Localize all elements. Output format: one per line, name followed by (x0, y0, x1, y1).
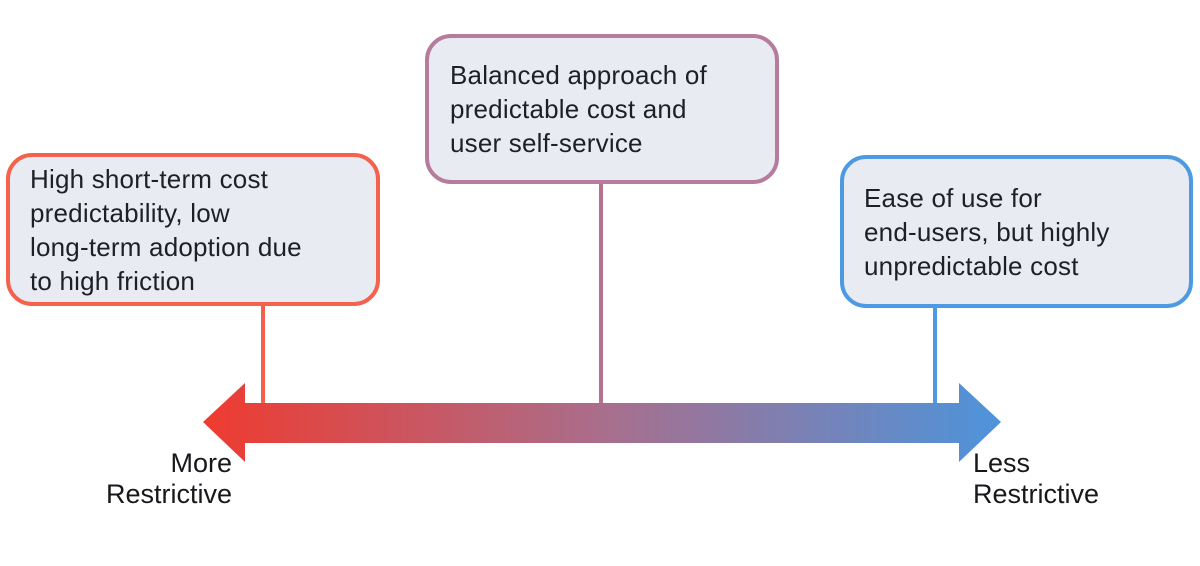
callout-less-restrictive: Ease of use for end-users, but highly un… (840, 155, 1193, 308)
connector-line-left (261, 303, 265, 406)
callout-text-more-restrictive: High short-term cost predictability, low… (30, 163, 302, 296)
callout-balanced: Balanced approach of predictable cost an… (425, 34, 779, 184)
connector-line-middle (599, 181, 603, 406)
spectrum-gradient-arrow (203, 383, 1001, 462)
less-restrictive-label: Less Restrictive (973, 448, 1100, 509)
connector-line-right (933, 305, 937, 406)
callout-text-balanced: Balanced approach of predictable cost an… (450, 60, 707, 158)
callout-more-restrictive: High short-term cost predictability, low… (6, 153, 380, 306)
more-restrictive-label: More Restrictive (105, 448, 232, 509)
double-arrow-shape (203, 383, 1001, 462)
callout-text-less-restrictive: Ease of use for end-users, but highly un… (864, 182, 1110, 281)
